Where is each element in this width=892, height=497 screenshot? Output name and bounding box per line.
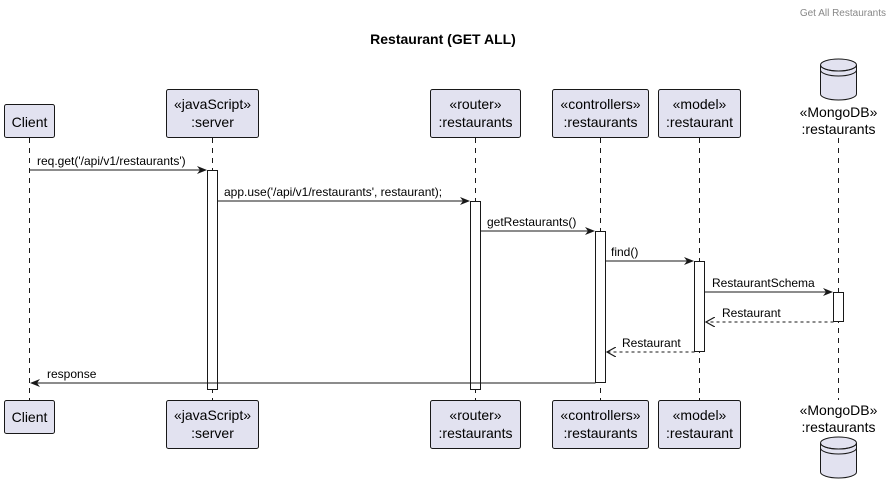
message-label: RestaurantSchema (712, 276, 815, 290)
message-return-restaurant-db[interactable]: Restaurant (706, 306, 834, 322)
participant-controller-top[interactable]: «controllers» :restaurants (552, 89, 649, 138)
activation-server (207, 170, 218, 390)
database-icon (820, 58, 857, 101)
participant-label: :restaurants (439, 425, 513, 441)
participant-stereotype: «model» (673, 407, 727, 423)
participant-router-top[interactable]: «router» :restaurants (430, 89, 521, 138)
participant-server-bottom[interactable]: «javaScript» :server (166, 400, 259, 449)
message-find[interactable]: find() (605, 245, 694, 265)
participant-stereotype: «router» (449, 407, 501, 423)
message-label: req.get('/api/v1/restaurants') (37, 154, 186, 168)
message-req-get[interactable]: req.get('/api/v1/restaurants') (29, 154, 207, 174)
activation-router (470, 201, 481, 390)
participant-db-top[interactable]: «MongoDB» :restaurants (800, 58, 878, 137)
participant-stereotype: «javaScript» (174, 96, 251, 112)
database-icon (820, 436, 857, 479)
participant-stereotype: «model» (673, 96, 727, 112)
participant-label: :restaurants (439, 114, 513, 130)
message-get-restaurants[interactable]: getRestaurants() (480, 215, 595, 235)
participant-stereotype: «controllers» (560, 96, 640, 112)
lifelines (29, 138, 839, 400)
message-label: find() (611, 245, 638, 259)
message-label: Restaurant (622, 336, 681, 350)
participant-label: Client (12, 409, 48, 425)
message-return-restaurant-model[interactable]: Restaurant (607, 336, 695, 352)
participant-label: :server (191, 114, 234, 130)
activation-db (833, 292, 844, 322)
participant-stereotype: «controllers» (560, 407, 640, 423)
participant-stereotype: «router» (449, 96, 501, 112)
activation-controller (595, 231, 606, 383)
message-restaurant-schema[interactable]: RestaurantSchema (704, 276, 833, 296)
participant-stereotype: «MongoDB» (800, 104, 878, 120)
message-label: response (47, 367, 97, 381)
message-label: Restaurant (722, 306, 781, 320)
participant-client-bottom[interactable]: Client (4, 400, 55, 434)
participant-label: :restaurant (666, 425, 733, 441)
participant-label: :restaurants (564, 114, 638, 130)
participant-label: :restaurants (802, 419, 876, 435)
participant-label: :restaurant (666, 114, 733, 130)
participant-stereotype: «MongoDB» (800, 402, 878, 418)
participant-label: Client (12, 114, 48, 130)
participant-router-bottom[interactable]: «router» :restaurants (430, 400, 521, 449)
message-label: getRestaurants() (487, 215, 576, 229)
message-response[interactable]: response (30, 367, 596, 387)
page-header-label: Get All Restaurants (800, 8, 886, 19)
participant-server-top[interactable]: «javaScript» :server (166, 89, 259, 138)
participant-controller-bottom[interactable]: «controllers» :restaurants (552, 400, 649, 449)
participant-db-bottom[interactable]: «MongoDB» :restaurants (800, 402, 878, 479)
message-app-use[interactable]: app.use('/api/v1/restaurants', restauran… (217, 185, 470, 205)
participant-stereotype: «javaScript» (174, 407, 251, 423)
activation-bars (207, 170, 844, 390)
participant-label: :server (191, 425, 234, 441)
participant-label: :restaurants (802, 121, 876, 137)
activation-model (694, 261, 705, 352)
participant-client-top[interactable]: Client (4, 104, 55, 138)
diagram-title: Restaurant (GET ALL) (370, 31, 516, 47)
message-label: app.use('/api/v1/restaurants', restauran… (224, 185, 442, 199)
participant-model-bottom[interactable]: «model» :restaurant (658, 400, 741, 449)
participant-model-top[interactable]: «model» :restaurant (658, 89, 741, 138)
participant-label: :restaurants (564, 425, 638, 441)
